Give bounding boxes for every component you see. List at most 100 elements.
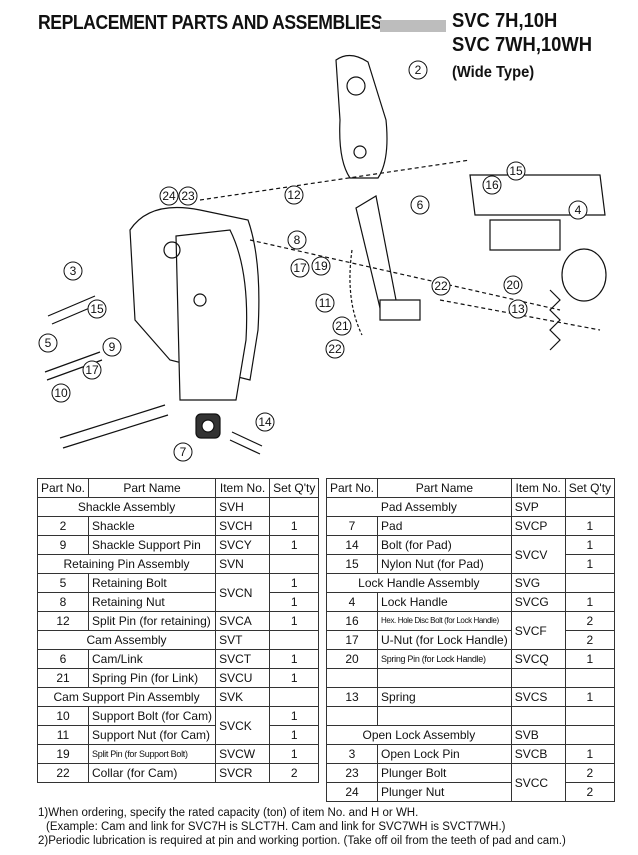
part-no: 20 xyxy=(325,649,379,669)
part-name: Plunger Bolt xyxy=(377,763,512,783)
part-name: Support Bolt (for Cam) xyxy=(88,706,217,726)
part-name: Lock Handle xyxy=(377,592,512,612)
item-no: SVCY xyxy=(215,535,271,555)
callout-label: 15 xyxy=(90,302,104,316)
header-part-name: Part Name xyxy=(377,478,512,498)
group-name: Shackle Assembly xyxy=(36,497,217,517)
group-item-no: SVP xyxy=(510,497,566,517)
group-item-no: SVH xyxy=(215,497,271,517)
set-qty: 2 xyxy=(564,630,616,650)
set-qty: 1 xyxy=(269,725,320,745)
part-name: Hex. Hole Disc Bolt (for Lock Handle) xyxy=(377,611,512,631)
group-name: Open Lock Assembly xyxy=(326,725,512,745)
set-qty: 1 xyxy=(269,744,320,764)
part-name: Shackle xyxy=(88,516,217,536)
set-qty: 1 xyxy=(269,706,320,726)
part-name: Spring Pin (for Lock Handle) xyxy=(377,649,512,669)
part-no: 9 xyxy=(36,535,90,555)
part-no: 5 xyxy=(36,573,90,593)
item-no: SVCP xyxy=(510,516,566,536)
part-no: 23 xyxy=(325,763,379,783)
callout-label: 8 xyxy=(294,233,301,247)
callout-label: 19 xyxy=(314,259,328,273)
set-qty: 2 xyxy=(564,782,616,802)
part-name: Plunger Nut xyxy=(377,782,512,802)
part-no: 14 xyxy=(325,535,379,555)
part-no: 16 xyxy=(325,611,379,631)
item-no: SVCA xyxy=(215,611,271,631)
header-set-qty: Set Q'ty xyxy=(564,478,616,498)
callout-label: 13 xyxy=(511,302,525,316)
part-name: Spring xyxy=(377,687,512,707)
callout-label: 12 xyxy=(287,188,301,202)
callout-label: 24 xyxy=(162,189,176,203)
set-qty: 1 xyxy=(269,535,320,555)
group-name: Cam Assembly xyxy=(36,630,217,650)
part-no: 19 xyxy=(36,744,90,764)
part-no: 6 xyxy=(36,649,90,669)
part-name: Spring Pin (for Link) xyxy=(88,668,217,688)
header-part-no: Part No. xyxy=(325,478,379,498)
header-item-no: Item No. xyxy=(510,478,566,498)
group-name: Pad Assembly xyxy=(326,497,512,517)
set-qty: 1 xyxy=(269,668,320,688)
part-name: Retaining Bolt xyxy=(88,573,217,593)
item-no: SVCH xyxy=(215,516,271,536)
item-no: SVCG xyxy=(510,592,566,612)
part-no: 7 xyxy=(325,516,379,536)
set-qty: 1 xyxy=(269,516,320,536)
part-no: 3 xyxy=(325,744,379,764)
part-no: 10 xyxy=(36,706,90,726)
set-qty: 1 xyxy=(269,611,320,631)
exploded-parts-diagram: 2 24 23 12 8 6 16 15 4 3 15 17 19 11 22 … xyxy=(38,54,607,462)
callout-label: 22 xyxy=(434,279,448,293)
part-name: Open Lock Pin xyxy=(377,744,512,764)
callout-label: 23 xyxy=(181,189,195,203)
part-no: 12 xyxy=(36,611,90,631)
callout-label: 10 xyxy=(54,386,68,400)
set-qty: 2 xyxy=(564,611,616,631)
part-name: Pad xyxy=(377,516,512,536)
footnotes: 1)When ordering, specify the rated capac… xyxy=(38,806,566,848)
item-no: SVCN xyxy=(215,573,271,612)
header-item-no: Item No. xyxy=(215,478,271,498)
set-qty: 1 xyxy=(564,649,616,669)
footnote-1: 1)When ordering, specify the rated capac… xyxy=(38,807,419,819)
callout-label: 9 xyxy=(109,340,116,354)
part-no: 21 xyxy=(36,668,90,688)
set-qty: 1 xyxy=(564,554,616,574)
callout-label: 16 xyxy=(485,178,499,192)
callout-label: 6 xyxy=(417,198,424,212)
set-qty: 2 xyxy=(269,763,320,783)
part-no: 2 xyxy=(36,516,90,536)
group-item-no: SVT xyxy=(215,630,271,650)
set-qty: 1 xyxy=(269,573,320,593)
item-no: SVCB xyxy=(510,744,566,764)
callout-label: 4 xyxy=(575,203,582,217)
part-no: 8 xyxy=(36,592,90,612)
table-row xyxy=(325,706,616,726)
part-name: Split Pin (for retaining) xyxy=(88,611,217,631)
callout-label: 22 xyxy=(328,342,342,356)
callout-label: 15 xyxy=(509,164,523,178)
part-no: 11 xyxy=(36,725,90,745)
set-qty: 1 xyxy=(564,687,616,707)
part-no: 13 xyxy=(325,687,379,707)
callout-label: 3 xyxy=(70,264,77,278)
item-no: SVCR xyxy=(215,763,271,783)
group-item-no: SVN xyxy=(215,554,271,574)
